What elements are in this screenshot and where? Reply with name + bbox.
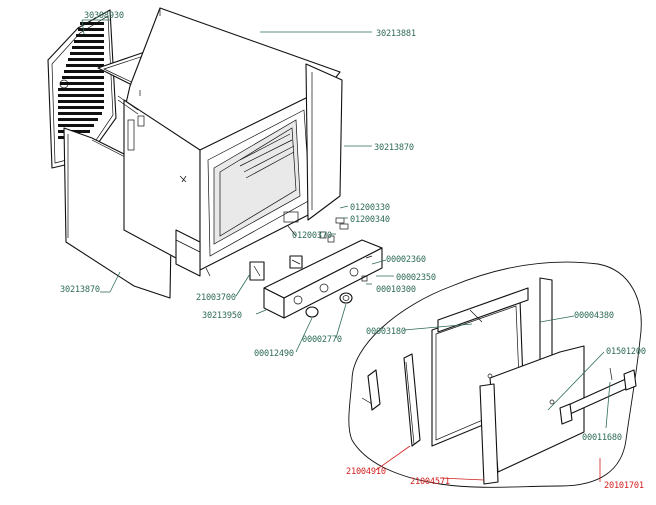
label-screw-a: 00002360: [386, 255, 426, 265]
label-rear-panel: 30308930: [84, 11, 124, 21]
knobs: [305, 275, 368, 318]
label-control-panel: 30213950: [202, 311, 242, 321]
label-handle: 00011680: [582, 433, 622, 443]
door-frame-left: [403, 353, 421, 447]
label-timer: 21003700: [196, 293, 236, 303]
label-door-assembly: 20101701: [604, 481, 644, 491]
oven-body: [117, 7, 341, 277]
label-switch-a: 01200330: [350, 203, 390, 213]
right-side-panel: [305, 63, 343, 221]
label-switch-c: 01200370: [292, 231, 332, 241]
label-knob-small: 00010300: [376, 285, 416, 295]
door-handle: [559, 367, 637, 425]
label-switch-b: 01200340: [350, 215, 390, 225]
label-knob-b: 00002770: [302, 335, 342, 345]
label-knob-a: 00012490: [254, 349, 294, 359]
label-top-panel: 30213881: [376, 29, 416, 39]
label-door-frame: 21004910: [346, 467, 386, 477]
control-panel: [263, 239, 383, 319]
timer-unit: [249, 261, 265, 281]
thermostat: [289, 255, 303, 269]
hinge-clip: [361, 369, 381, 411]
label-glass-screw: 00004380: [574, 311, 614, 321]
label-handle-screw: 01501200: [606, 347, 646, 357]
label-left-side-panel: 30213870: [60, 285, 100, 295]
door-back-frame: [437, 277, 553, 377]
label-screw-b: 00002350: [396, 273, 436, 283]
door-front-frame: [479, 383, 499, 485]
door-assembly-outline: [348, 261, 642, 488]
label-door-glass: 21004571: [410, 477, 450, 487]
leader-lines: [81, 19, 611, 482]
label-right-side-panel: 30213870: [374, 143, 414, 153]
label-hinge: 00003180: [366, 327, 406, 337]
part-labels: 30308930 30213881 30213870 30213870 0120…: [60, 11, 646, 491]
